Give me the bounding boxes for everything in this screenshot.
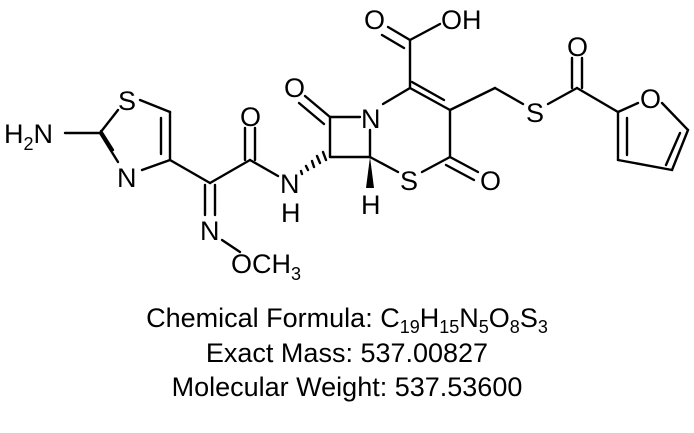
amine-label: H2N	[4, 119, 53, 154]
acid-oxygen: O	[364, 5, 385, 35]
amide-nitrogen: N	[280, 169, 300, 199]
ring-carbonyl-oxygen: O	[480, 166, 501, 196]
amide-oxygen: O	[240, 102, 261, 132]
exact-mass: Exact Mass: 537.00827	[205, 338, 489, 368]
bonds	[63, 22, 690, 254]
bold-wedge	[366, 157, 374, 188]
chemical-structure: H2N S N O N H N OCH3 O N H S O O OH S O …	[4, 5, 690, 284]
lactam-nitrogen: N	[361, 104, 381, 134]
thiazole-sulfur: S	[118, 86, 136, 116]
formula-value: C19H15N5O8S3	[380, 303, 548, 337]
bridgehead-hydrogen: H	[361, 190, 381, 220]
formula-label: Chemical Formula:	[146, 303, 381, 333]
thiazole-nitrogen: N	[117, 163, 137, 193]
ring-sulfur: S	[400, 166, 418, 196]
thioester-sulfur: S	[526, 98, 544, 128]
atom-labels: H2N S N O N H N OCH3 O N H S O O OH S O …	[4, 5, 661, 284]
chemical-formula: Chemical Formula: C19H15N5O8S3	[0, 302, 694, 337]
furan-oxygen: O	[640, 84, 661, 114]
amide-hydrogen: H	[281, 198, 301, 228]
acid-hydroxyl: OH	[441, 5, 482, 35]
hashed-wedge	[299, 150, 328, 176]
lactam-oxygen: O	[284, 73, 305, 103]
thioester-oxygen: O	[567, 32, 588, 62]
methoxy-label: OCH3	[231, 249, 301, 284]
molecular-weight: Molecular Weight: 537.53600	[171, 372, 523, 402]
oxime-nitrogen: N	[200, 216, 220, 246]
